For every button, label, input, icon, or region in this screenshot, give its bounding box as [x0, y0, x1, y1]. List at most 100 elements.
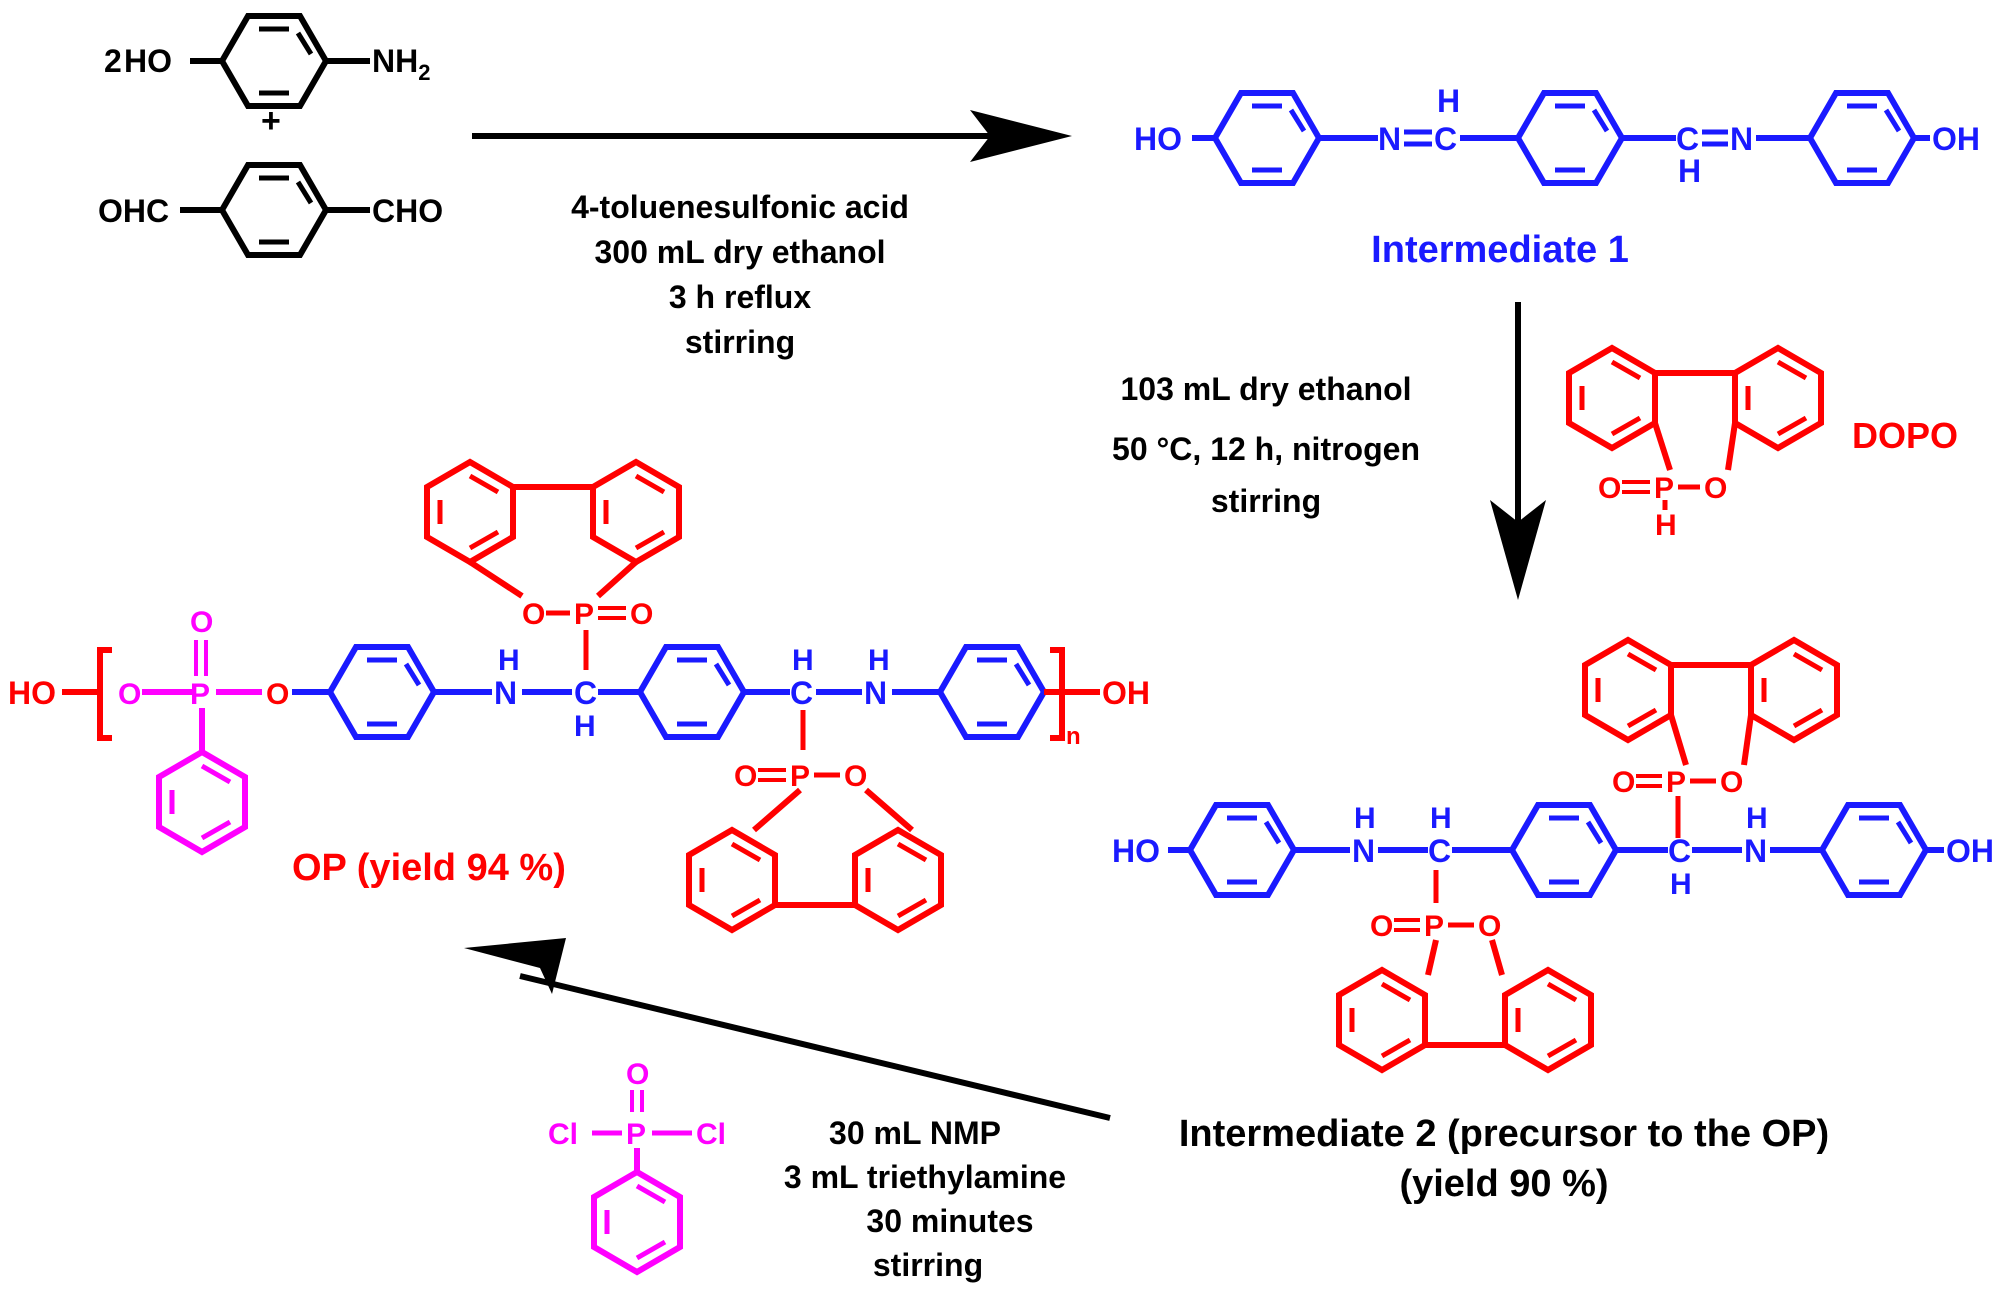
dopo-o-exo: O — [1598, 472, 1621, 505]
atom-n: N — [1744, 833, 1767, 869]
atom-p: P — [790, 760, 810, 793]
atom-o: O — [626, 1058, 649, 1091]
benzene-ring — [222, 16, 326, 106]
condition-line: 50 °C, 12 h, nitrogen — [1112, 431, 1420, 467]
benzene-ring — [1339, 970, 1425, 1070]
atom-p: P — [1666, 766, 1686, 799]
atom-n: N — [494, 675, 517, 711]
atom-o: O — [1478, 910, 1501, 943]
condition-line: 30 minutes — [866, 1203, 1033, 1239]
atom-n: N — [1378, 121, 1401, 157]
dopo-structure: O P O H — [1569, 348, 1821, 542]
condition-line: 30 mL NMP — [829, 1115, 1001, 1151]
benzene-ring — [1569, 348, 1655, 448]
condition-line: 3 mL triethylamine — [784, 1159, 1066, 1195]
atom-oh: OH — [1946, 833, 1994, 869]
atom-p: P — [574, 598, 594, 631]
reaction-arrow-3 — [464, 938, 1111, 1121]
dopo-p: P — [1654, 472, 1674, 505]
benzene-ring — [1810, 93, 1914, 183]
intermediate-1-structure: HO N H C C H N OH — [1134, 83, 1980, 189]
condition-line: 4-toluenesulfonic acid — [571, 189, 909, 225]
reactant-aminophenol: 2 HO NH2 — [104, 16, 430, 106]
intermediate-2-yield: (yield 90 %) — [1399, 1163, 1608, 1205]
atom-h: H — [1678, 153, 1701, 189]
atom-c: C — [1428, 833, 1451, 869]
atom-h: H — [498, 644, 520, 677]
atom-o: O — [734, 760, 757, 793]
atom-h: H — [574, 710, 596, 743]
atom-c: C — [790, 675, 813, 711]
atom-o: O — [630, 598, 653, 631]
op-structure: O P O O P O HO — [8, 462, 1150, 930]
intermediate-2-label: Intermediate 2 (precursor to the OP) — [1179, 1113, 1829, 1155]
condition-line: 3 h reflux — [669, 279, 811, 315]
plus-sign: + — [261, 102, 281, 140]
atom-o: O — [190, 606, 213, 639]
benzene-ring — [1190, 805, 1294, 895]
benzene-ring — [689, 830, 775, 930]
benzene-ring — [1512, 805, 1616, 895]
benzene-ring — [1518, 93, 1622, 183]
op-label: OP (yield 94 %) — [292, 847, 566, 889]
intermediate-1-label: Intermediate 1 — [1371, 229, 1629, 271]
coefficient-2: 2 — [104, 43, 122, 79]
aldehyde-left: OHC — [98, 193, 169, 229]
atom-h: H — [868, 644, 890, 677]
atom-c: C — [574, 675, 597, 711]
atom-ho: HO — [1112, 833, 1160, 869]
polymer-subscript: n — [1066, 723, 1081, 750]
condition-line: stirring — [685, 324, 795, 360]
reaction-arrow-2 — [1490, 302, 1546, 600]
benzene-ring — [594, 1172, 680, 1272]
benzene-ring — [640, 647, 744, 737]
benzene-ring — [427, 462, 513, 562]
reactant-terephthalaldehyde: OHC CHO — [98, 165, 443, 255]
benzene-ring — [1735, 348, 1821, 448]
benzene-ring — [593, 462, 679, 562]
atom-c: C — [1676, 121, 1699, 157]
atom-o: O — [1720, 766, 1743, 799]
benzene-ring — [222, 165, 326, 255]
condition-line: stirring — [873, 1247, 983, 1283]
benzene-ring — [940, 647, 1044, 737]
dopo-label: DOPO — [1852, 415, 1958, 456]
atom-h: H — [1430, 802, 1452, 835]
benzene-ring — [1215, 93, 1319, 183]
atom-n: N — [864, 675, 887, 711]
benzene-ring — [1505, 970, 1591, 1070]
aminophenol-nh2: NH2 — [372, 43, 430, 85]
atom-o: O — [1612, 766, 1635, 799]
dopo-h: H — [1655, 509, 1677, 542]
atom-n: N — [1352, 833, 1375, 869]
condition-line: stirring — [1211, 483, 1321, 519]
atom-h: H — [1746, 802, 1768, 835]
atom-p: P — [626, 1118, 646, 1151]
intermediate-2-structure: O P O O P O HO H — [1112, 640, 1994, 1070]
atom-o: O — [266, 678, 289, 711]
dopo-o-ring: O — [1704, 472, 1727, 505]
atom-o: O — [118, 678, 141, 711]
atom-h: H — [1670, 868, 1692, 901]
phosphonic-dichloride-structure: O Cl P Cl — [548, 1058, 726, 1272]
benzene-ring — [330, 647, 434, 737]
atom-p: P — [190, 678, 210, 711]
aldehyde-right: CHO — [372, 193, 443, 229]
step3-conditions: 30 mL NMP 3 mL triethylamine 30 minutes … — [784, 1115, 1066, 1283]
benzene-ring — [1751, 640, 1837, 740]
atom-n: N — [1730, 121, 1753, 157]
atom-ho: HO — [8, 675, 56, 711]
atom-cl: Cl — [696, 1118, 726, 1151]
benzene-ring — [1822, 805, 1926, 895]
atom-c: C — [1668, 833, 1691, 869]
benzene-ring — [855, 830, 941, 930]
atom-cl: Cl — [548, 1118, 578, 1151]
benzene-ring — [159, 752, 245, 852]
step1-conditions: 4-toluenesulfonic acid 300 mL dry ethano… — [571, 189, 909, 360]
atom-oh: OH — [1932, 121, 1980, 157]
atom-h: H — [792, 644, 814, 677]
atom-h: H — [1437, 83, 1460, 119]
atom-c: C — [1434, 121, 1457, 157]
